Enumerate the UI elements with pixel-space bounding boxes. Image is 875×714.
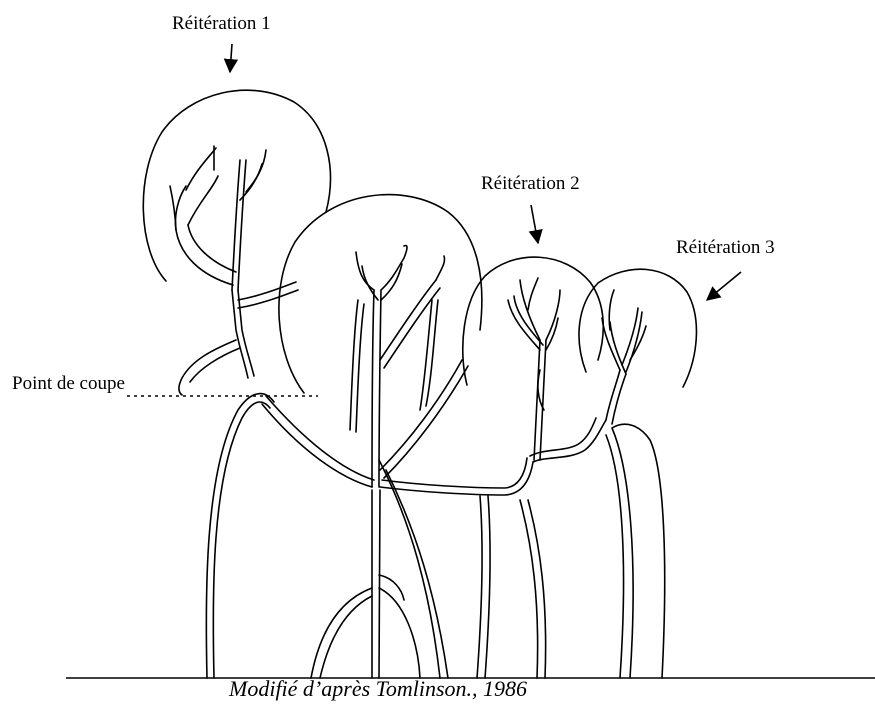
arrow-reiteration-2: [531, 205, 538, 243]
arrow-reiteration-1: [230, 44, 232, 72]
label-reiteration-3: Réitération 3: [676, 238, 775, 257]
reiteration-2-branches: [508, 278, 560, 460]
reiteration-3-branches: [602, 290, 646, 424]
crown-reiteration-3: [579, 269, 696, 387]
crown-reiteration-1: [143, 90, 330, 281]
figure-caption: Modifié d’après Tomlinson., 1986: [229, 678, 527, 700]
label-reiteration-2: Réitération 2: [481, 174, 580, 193]
crown-reiteration-2: [463, 257, 603, 385]
arrow-reiteration-3: [707, 272, 741, 300]
main-crown-branches: [350, 246, 468, 488]
label-cut-point: Point de coupe: [12, 374, 125, 393]
branch-connections: [262, 396, 606, 678]
label-reiteration-1: Réitération 1: [172, 14, 271, 33]
reiteration-1-branches: [170, 146, 298, 395]
